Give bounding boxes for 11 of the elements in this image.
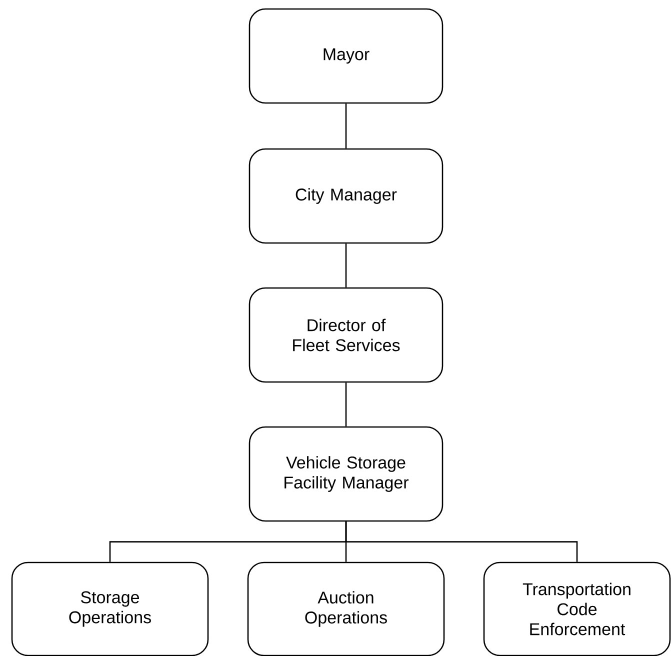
connector-line [345,382,347,426]
connector-line [345,244,347,288]
connector-line [345,522,578,562]
org-box: Transportation Code Enforcement [483,562,671,656]
org-box: Director of Fleet Services [248,287,444,383]
org-box: Vehicle Storage Facility Manager [248,426,444,522]
org-box: Mayor [248,8,444,104]
org-box: Storage Operations [11,562,209,656]
org-box: Auction Operations [247,562,445,656]
connector-line [345,104,347,148]
org-box: City Manager [248,148,444,244]
